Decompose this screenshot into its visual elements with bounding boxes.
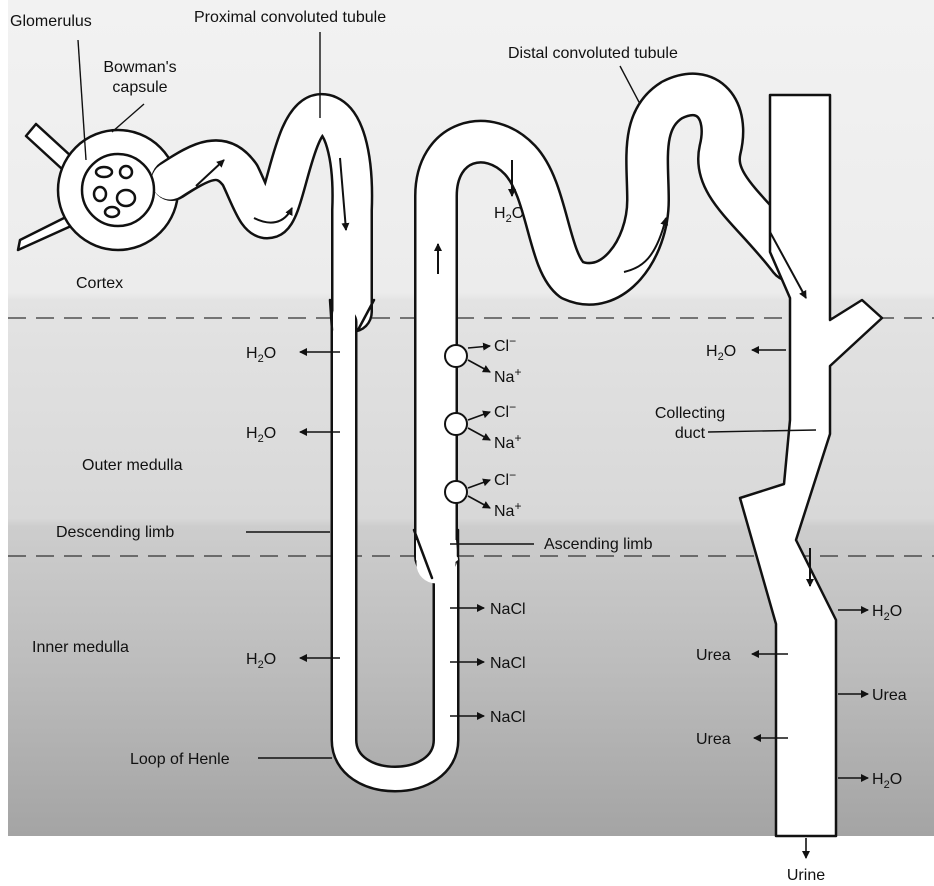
label-distal-tubule: Distal convoluted tubule xyxy=(508,45,678,62)
ion-pump xyxy=(445,413,467,435)
ion-pump xyxy=(445,345,467,367)
label-proximal-tubule: Proximal convoluted tubule xyxy=(194,9,386,26)
label-glomerulus: Glomerulus xyxy=(10,13,92,30)
label-collecting-duct-2: duct xyxy=(675,425,706,442)
label-bowmans-capsule-2: capsule xyxy=(112,79,167,96)
urea-label: Urea xyxy=(696,647,731,664)
label-urine: Urine xyxy=(787,867,825,884)
label-outer-medulla: Outer medulla xyxy=(82,457,183,474)
nacl-label: NaCl xyxy=(490,709,526,726)
nacl-label: NaCl xyxy=(490,655,526,672)
label-collecting-duct-1: Collecting xyxy=(655,405,725,422)
label-loop-of-henle: Loop of Henle xyxy=(130,751,230,768)
label-inner-medulla: Inner medulla xyxy=(32,639,129,656)
label-bowmans-capsule-1: Bowman's xyxy=(103,59,176,76)
nacl-label: NaCl xyxy=(490,601,526,618)
label-ascending-limb: Ascending limb xyxy=(544,536,653,553)
label-descending-limb: Descending limb xyxy=(56,524,174,541)
ion-pump xyxy=(445,481,467,503)
urea-label: Urea xyxy=(872,687,907,704)
urea-label: Urea xyxy=(696,731,731,748)
glomerulus-tuft xyxy=(82,154,154,226)
label-cortex: Cortex xyxy=(76,275,123,292)
